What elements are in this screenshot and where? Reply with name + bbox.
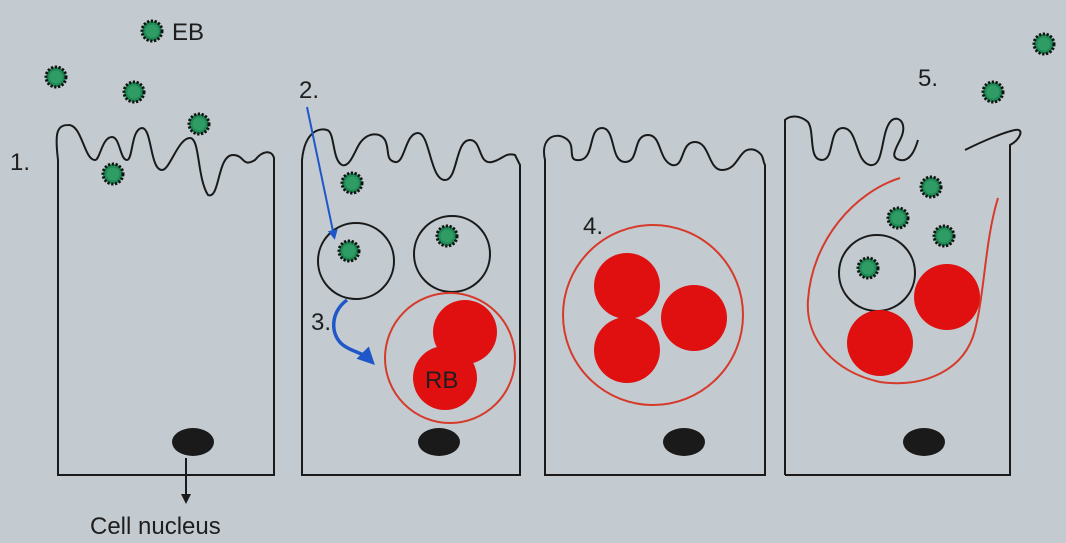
cell-2-outline [302, 129, 520, 475]
eb-label: EB [172, 19, 204, 46]
eb-exiting-2-icon [1034, 34, 1054, 54]
cell-4-outline-right [785, 130, 1020, 475]
nucleus-3 [663, 428, 705, 456]
nucleus-4 [903, 428, 945, 456]
eb-released-3-icon [934, 226, 954, 246]
step-2-label: 2. [299, 77, 319, 104]
eb-exiting-1-icon [983, 82, 1003, 102]
rb-3b [661, 285, 727, 351]
vacuole-1 [318, 223, 394, 299]
nucleus-1 [172, 428, 214, 456]
eb-free-3-icon [189, 114, 209, 134]
eb-in-vacuole-2-icon [437, 226, 457, 246]
eb-released-1-icon [921, 177, 941, 197]
cell-nucleus-label: Cell nucleus [90, 513, 221, 540]
eb-entering-icon [103, 164, 123, 184]
step-4-label: 4. [583, 213, 603, 240]
cell-4: 5. [785, 34, 1054, 475]
cell-1-outline [57, 125, 274, 475]
eb-legend-icon [142, 21, 162, 41]
eb-free-2-icon [124, 82, 144, 102]
eb-entering-2-icon [342, 173, 362, 193]
step-3-label: 3. [311, 309, 331, 336]
eb-free-1-icon [46, 67, 66, 87]
rb-3a [594, 253, 660, 319]
step-5-label: 5. [918, 65, 938, 92]
rb-4b [847, 310, 913, 376]
nucleus-2 [418, 428, 460, 456]
rb-4a [914, 264, 980, 330]
eb-in-vacuole-4-icon [858, 258, 878, 278]
cell-4-outline [785, 116, 918, 475]
step-3-arrow [334, 300, 370, 360]
rb-label: RB [425, 367, 458, 394]
step-2-arrow [307, 107, 334, 236]
cell-1 [57, 125, 274, 500]
eb-in-vacuole-1-icon [339, 241, 359, 261]
step-1-label: 1. [10, 149, 30, 176]
cell-3: 4. [544, 128, 765, 475]
rb-3c [594, 317, 660, 383]
eb-released-2-icon [888, 208, 908, 228]
cell-2: RB 3. [302, 107, 520, 475]
